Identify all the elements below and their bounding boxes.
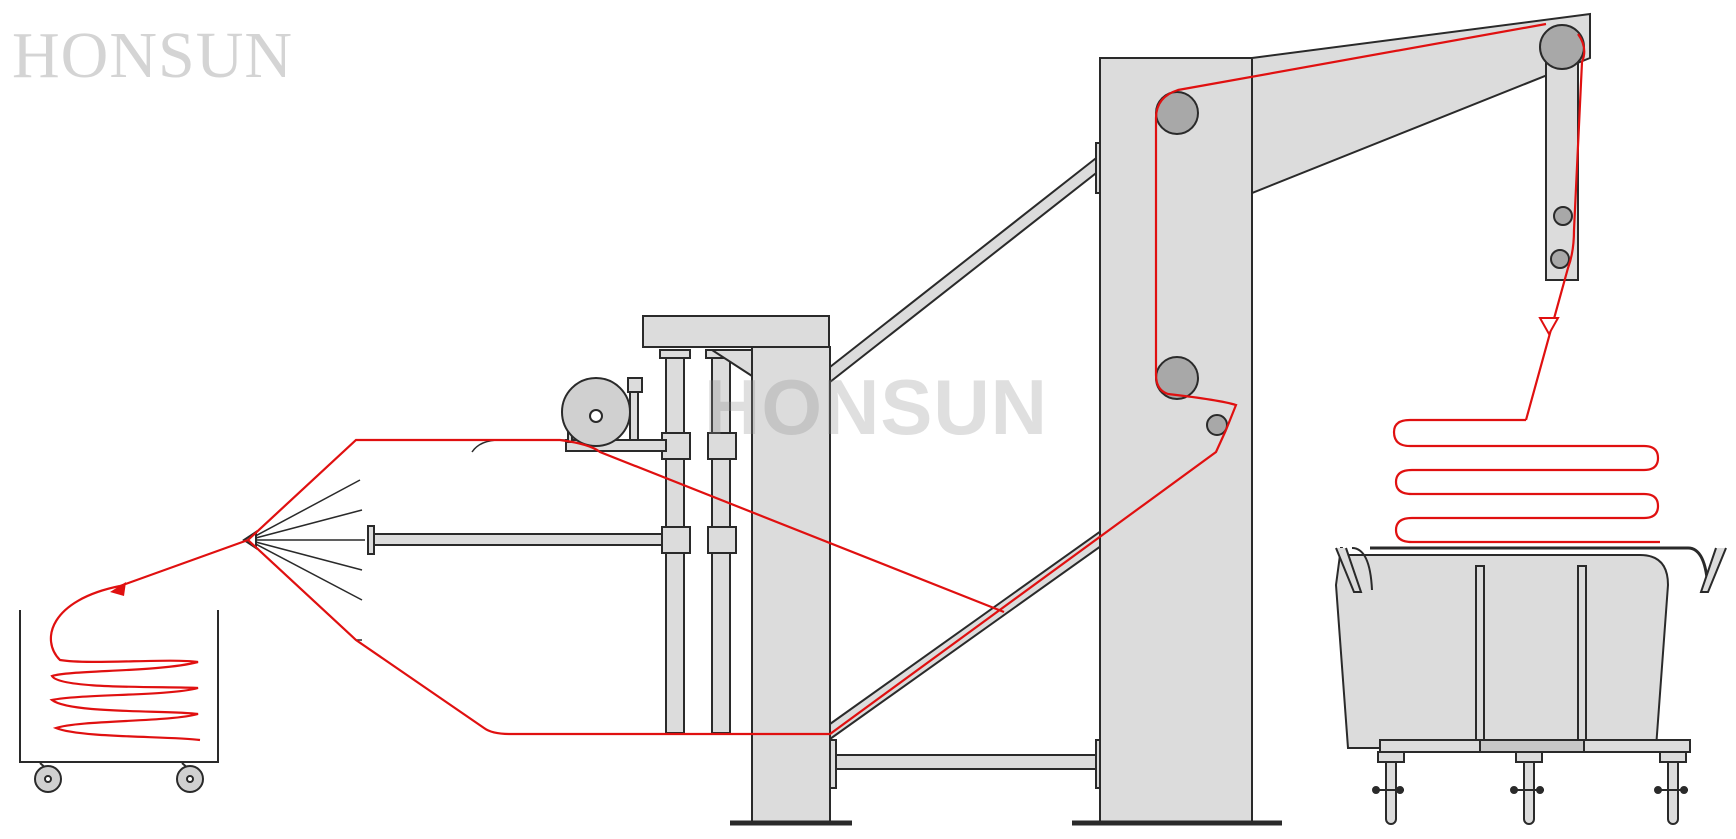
tower-rollers: [1155, 24, 1585, 436]
center-roller: [561, 377, 631, 447]
bin-caster-left: [34, 762, 62, 793]
watermark-center: HONSUN: [704, 363, 1049, 451]
center-frame: [565, 315, 852, 826]
spreader-shaft: [367, 525, 669, 555]
watermark-corner: HONSUN: [12, 19, 294, 92]
fabric-path: [49, 22, 1660, 742]
bin-caster-right: [176, 762, 204, 793]
main-tower: [1072, 12, 1591, 826]
cart-wheels: [1372, 751, 1688, 825]
fabric-bin: [19, 610, 219, 763]
fabric-cart: [1334, 546, 1727, 753]
direction-arrow-icon: [110, 317, 1560, 596]
